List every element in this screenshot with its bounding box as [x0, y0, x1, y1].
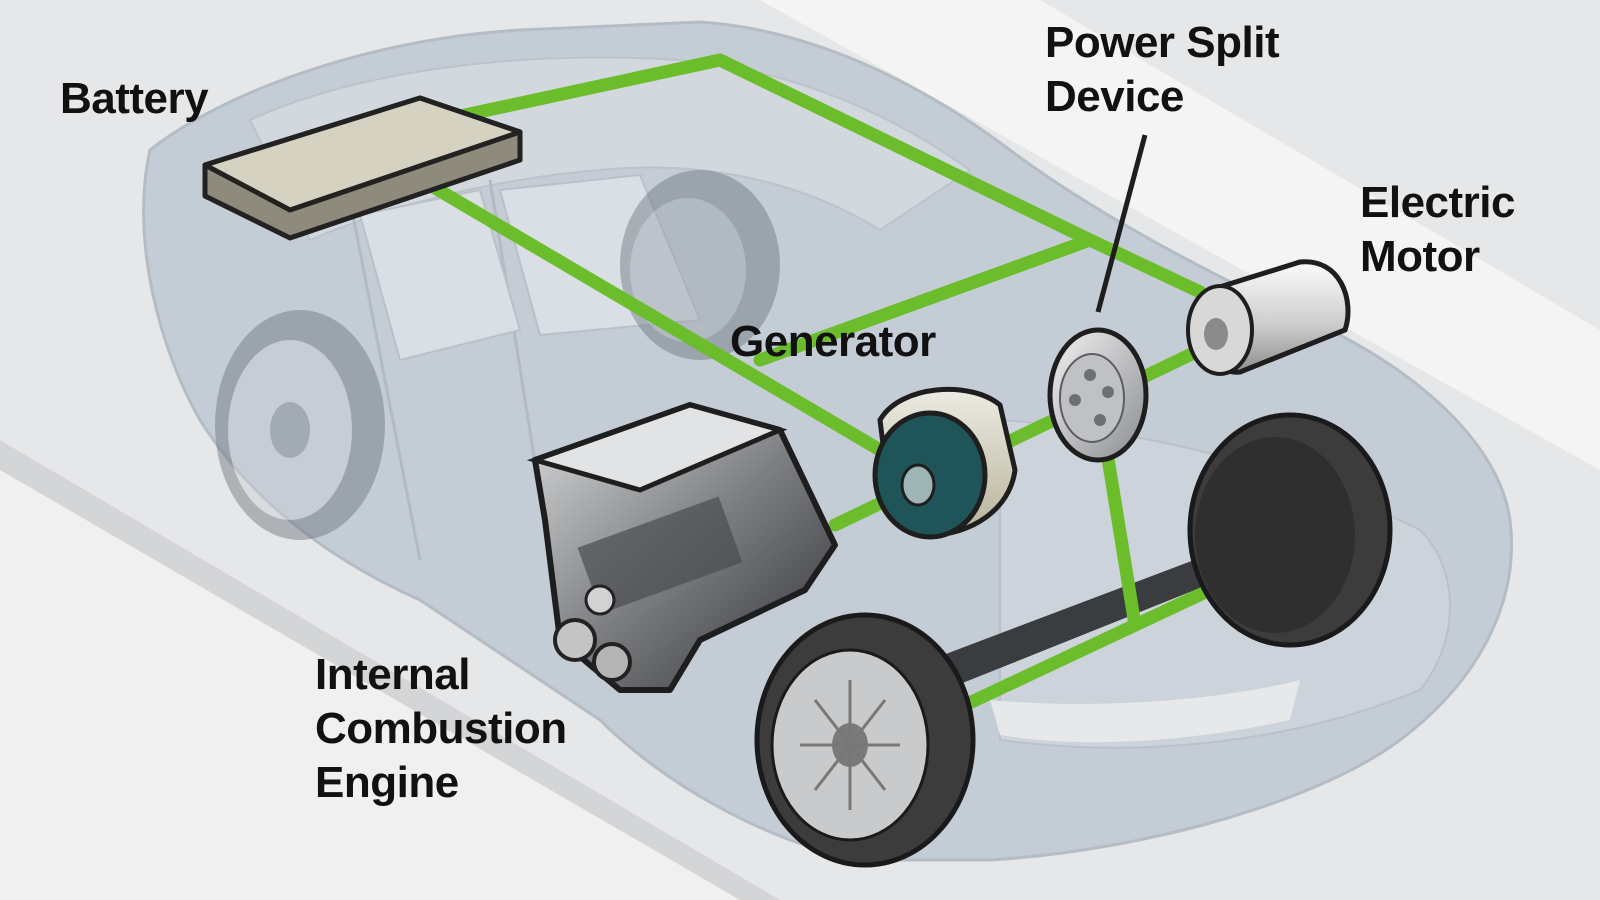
label-power-split-line-1: Power Split: [1045, 18, 1280, 67]
front-left-wheel-icon: [754, 612, 976, 868]
car-side-window-2: [498, 173, 702, 337]
front-right-wheel-icon: [1187, 412, 1393, 648]
engine-pulley-1: [553, 618, 597, 662]
rear-right-wheel: [620, 170, 780, 360]
path-generator-to-junction: [753, 233, 1097, 367]
path-battery-to-motor: [458, 53, 1207, 299]
label-electric-motor: Electric Motor: [1360, 176, 1515, 284]
label-battery-text: Battery: [60, 74, 209, 123]
label-generator: Generator: [730, 315, 936, 369]
power-split-device-icon: [1047, 327, 1149, 463]
label-engine-line-3: Engine: [315, 758, 459, 807]
label-engine-line-1: Internal: [315, 650, 470, 699]
label-electric-motor-line-2: Motor: [1360, 232, 1480, 281]
power-split-leader-line: [1095, 134, 1148, 313]
path-battery-to-generator: [423, 178, 887, 457]
path-psd-to-axle: [1098, 433, 1142, 632]
label-engine-line-2: Combustion: [315, 704, 567, 753]
electric-motor-icon: [1186, 259, 1351, 376]
car-headlight: [990, 680, 1300, 743]
label-power-split-device: Power Split Device: [1045, 16, 1280, 124]
label-generator-text: Generator: [730, 317, 936, 366]
engine-pulley-3: [584, 584, 616, 616]
rear-left-wheel: [215, 310, 385, 540]
label-engine: Internal Combustion Engine: [315, 648, 567, 810]
road-right-strip: [760, 0, 1600, 470]
engine-icon: [526, 402, 838, 693]
engine-pulley-2: [592, 642, 632, 682]
front-axle: [930, 535, 1270, 690]
battery-icon: [202, 95, 523, 241]
label-battery: Battery: [60, 72, 209, 126]
generator-icon: [872, 386, 1018, 540]
label-electric-motor-line-1: Electric: [1360, 178, 1515, 227]
car-pillar-1: [348, 199, 422, 561]
label-power-split-line-2: Device: [1045, 72, 1184, 121]
road-left-edge: [0, 440, 780, 900]
